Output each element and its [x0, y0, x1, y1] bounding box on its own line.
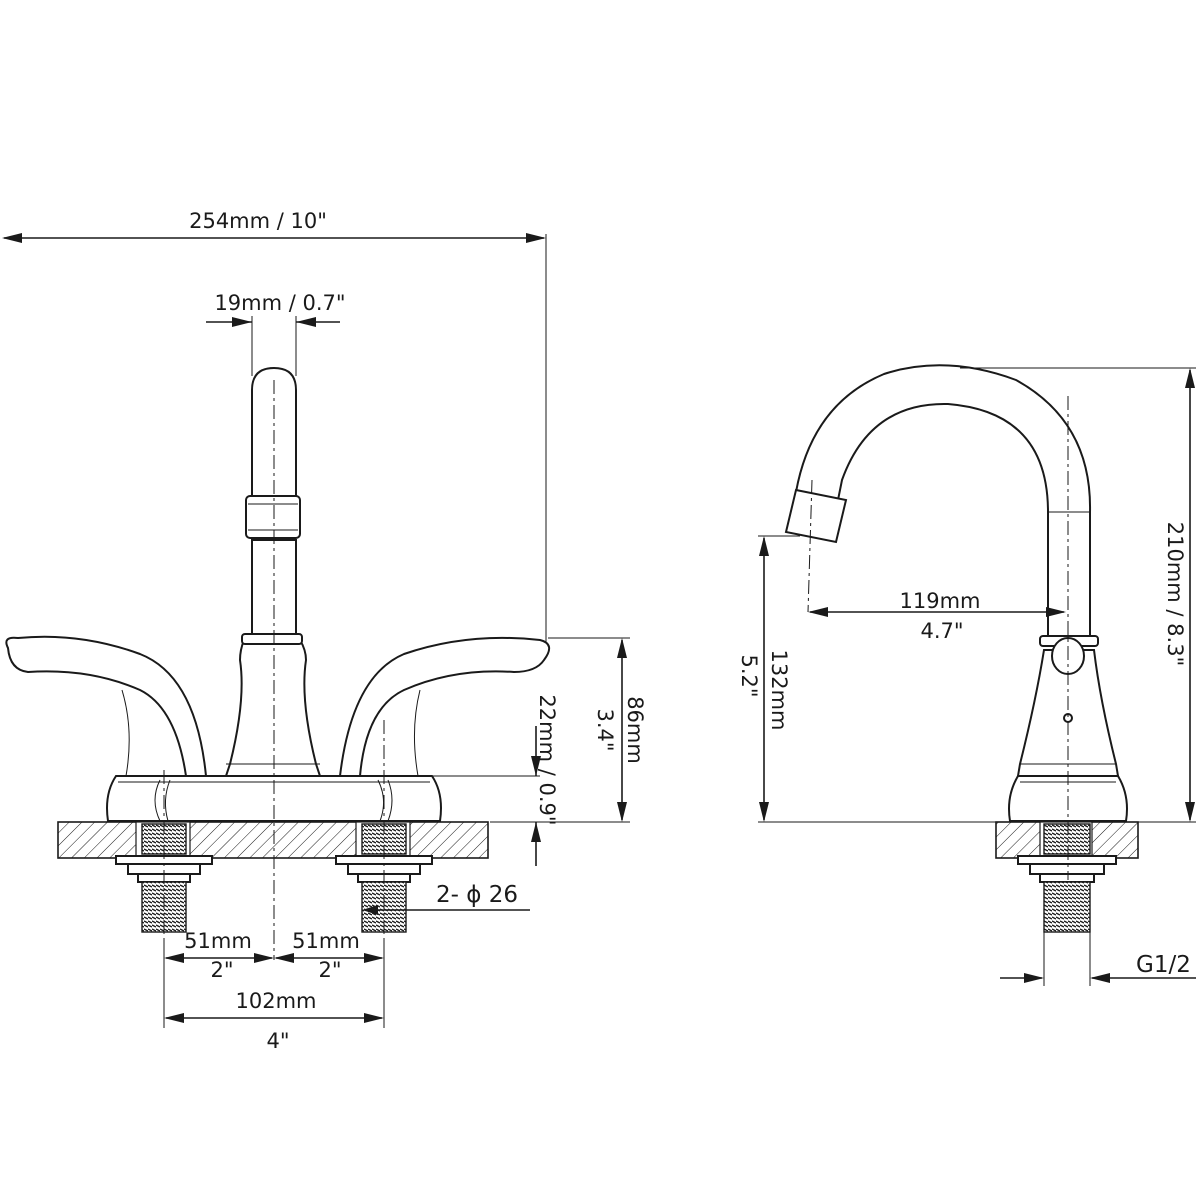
dim-center-spacing-mm: 102mm [236, 989, 317, 1013]
right-handle [338, 636, 551, 777]
front-view: 254mm / 10" 19mm / 0.7" 86mm 3.4" 22mm /… [2, 209, 647, 1053]
center-spout [224, 366, 322, 777]
side-shank [1017, 823, 1117, 933]
dim-spout-reach-mm: 119mm [900, 589, 981, 613]
side-view: 119mm 4.7" 5.2" 132mm 210mm / 8.3" G1/2 [737, 364, 1196, 986]
countertop-deck [57, 821, 489, 859]
dim-hole-diameter: 2- ϕ 26 [436, 882, 518, 908]
dim-height-mm: 86mm [623, 696, 647, 764]
gooseneck-spout [794, 364, 1092, 637]
dim-right-offset-mm: 51mm [292, 929, 360, 953]
dim-spout-reach-in: 4.7" [920, 619, 963, 643]
dim-outlet-height-in: 5.2" [737, 654, 761, 697]
dim-outlet-height-mm: 132mm [767, 650, 791, 731]
dim-center-spacing-in: 4" [266, 1029, 289, 1053]
dim-spout-diameter: 19mm / 0.7" [214, 291, 345, 315]
dim-left-offset-in: 2" [210, 958, 233, 982]
dim-right-offset-in: 2" [318, 958, 341, 982]
left-handle [5, 635, 208, 777]
dim-thread-size: G1/2 [1136, 952, 1191, 978]
dim-deck-thickness: 22mm / 0.9" [535, 694, 559, 825]
dim-left-offset-mm: 51mm [184, 929, 252, 953]
dim-height-in: 3.4" [593, 708, 617, 751]
dim-overall-width: 254mm / 10" [189, 209, 327, 233]
spout-aerator [784, 488, 848, 544]
dim-total-height: 210mm / 8.3" [1163, 522, 1187, 666]
